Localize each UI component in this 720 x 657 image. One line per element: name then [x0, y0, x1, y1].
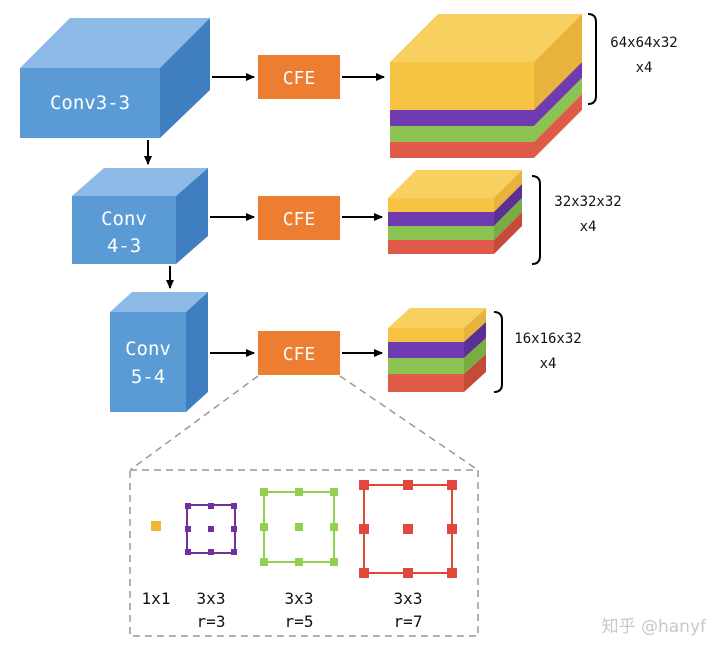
brace-1	[587, 13, 597, 105]
conv3-3-label: Conv3-3	[50, 92, 130, 114]
conv5-4-label-line2: 5-4	[131, 366, 165, 388]
kernel-1x1	[151, 521, 161, 531]
cfe-module-2: CFE	[258, 196, 340, 240]
kernel-rate-r3: r=3	[197, 612, 226, 631]
conv4-3-label-line2: 4-3	[107, 235, 141, 257]
feature-stack-1	[390, 14, 582, 158]
output-count-1: x4	[636, 60, 653, 76]
conv5-4-label-line1: Conv	[125, 338, 171, 360]
conv-cube-side	[160, 18, 210, 138]
kernel-label-r3: 3x3	[197, 589, 226, 608]
kernel-rate-r5: r=5	[285, 612, 314, 631]
brace-2	[531, 175, 541, 265]
cfe-label: CFE	[283, 344, 316, 365]
conv4-3-block: Conv 4-3	[72, 168, 208, 264]
cfe-label: CFE	[283, 68, 316, 89]
cfe-module-3: CFE	[258, 331, 340, 375]
kernel-3x3-r7	[359, 480, 457, 578]
zoom-line-left	[129, 375, 259, 471]
output-dims-1: 64x64x32	[610, 35, 677, 51]
brace-3	[493, 311, 503, 393]
feature-stack-3	[388, 308, 486, 392]
output-dims-2: 32x32x32	[554, 194, 621, 210]
cfe-module-1: CFE	[258, 55, 340, 99]
watermark: 知乎 @hanyf	[602, 617, 707, 637]
output-count-2: x4	[580, 219, 597, 235]
kernel-rate-r7: r=7	[394, 612, 423, 631]
kernel-label-1x1: 1x1	[142, 589, 171, 608]
feature-stack-2	[388, 170, 522, 254]
kernel-3x3-r3	[185, 503, 237, 555]
kernel-3x3-r5	[260, 488, 338, 566]
cfe-label: CFE	[283, 209, 316, 230]
conv3-3-block: Conv3-3	[20, 18, 210, 138]
conv5-4-block: Conv 5-4	[110, 292, 208, 412]
output-count-3: x4	[540, 356, 557, 372]
conv-cube-front	[20, 68, 160, 138]
kernel-label-r7: 3x3	[394, 589, 423, 608]
zoom-line-right	[339, 375, 479, 471]
conv4-3-label-line1: Conv	[101, 208, 147, 230]
cfe-detail-box	[129, 469, 479, 637]
kernel-label-r5: 3x3	[285, 589, 314, 608]
output-dims-3: 16x16x32	[514, 331, 581, 347]
conv-cube-top	[20, 18, 210, 68]
